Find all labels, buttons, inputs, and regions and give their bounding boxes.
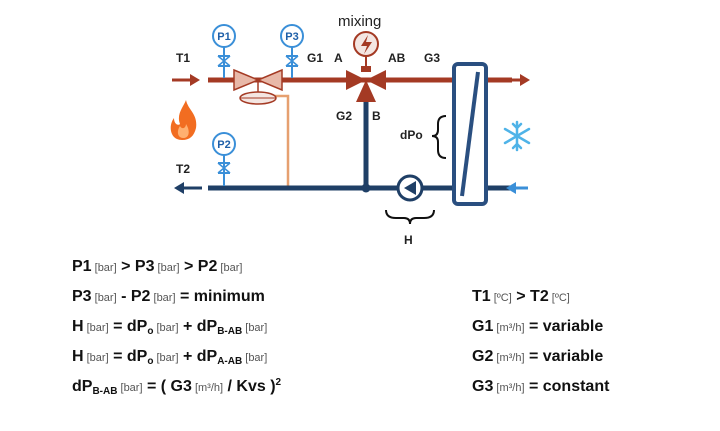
- unit-text: [bar]: [153, 352, 179, 364]
- h-label: H: [404, 233, 413, 247]
- equation-right-2: G1 [m³/h] = variable: [472, 318, 603, 336]
- a-port-label: A: [334, 51, 343, 65]
- b-port-label: B: [372, 109, 381, 123]
- pump-icon: [396, 174, 424, 202]
- supply-outlet-arrow: [508, 74, 530, 86]
- equation-left-3: H [bar] = dPo [bar] + dPB-AB [bar]: [72, 318, 268, 337]
- unit-text: [bar]: [117, 382, 143, 394]
- unit-text: [bar]: [242, 322, 268, 334]
- p2-label: P2: [217, 139, 230, 151]
- equation-text: o: [147, 356, 154, 367]
- equation-text: = variable: [524, 348, 604, 365]
- return-inlet-arrow: [506, 182, 528, 194]
- equation-right-4: G3 [m³/h] = constant: [472, 378, 609, 396]
- t1-inlet-arrow: [172, 74, 200, 86]
- snowflake-icon: [503, 120, 531, 152]
- unit-text: [ºC]: [490, 292, 512, 304]
- unit-text: [ºC]: [548, 292, 570, 304]
- equation-right-3: G2 [m³/h] = variable: [472, 348, 603, 366]
- pressure-gauge-p2: P2: [212, 132, 236, 186]
- mixing-label: mixing: [338, 13, 381, 30]
- equation-text: = variable: [524, 318, 604, 335]
- equation-text: > T2: [511, 288, 549, 305]
- unit-text: [bar]: [217, 262, 243, 274]
- equation-text: P3: [72, 288, 92, 305]
- equation-text: = dP: [108, 348, 148, 365]
- unit-text: [bar]: [154, 262, 180, 274]
- equation-text: > P2: [179, 258, 218, 275]
- unit-text: [m³/h]: [493, 352, 525, 364]
- equation-text: H: [72, 318, 84, 335]
- equation-text: P1: [72, 258, 92, 275]
- equation-text: = dP: [108, 318, 148, 335]
- equation-text: = constant: [524, 378, 610, 395]
- tee-junction: [361, 183, 371, 193]
- g1-label: G1: [307, 51, 323, 65]
- equation-text: 2: [275, 377, 282, 388]
- equation-text: > P3: [116, 258, 155, 275]
- t1-label: T1: [176, 51, 190, 65]
- unit-text: [bar]: [150, 292, 176, 304]
- unit-text: [bar]: [91, 292, 117, 304]
- p3-label: P3: [285, 31, 298, 43]
- ab-port-label: AB: [388, 51, 406, 65]
- control-valve-icon: [233, 68, 283, 105]
- equation-text: G2: [472, 348, 494, 365]
- bypass-pipe: [270, 94, 290, 188]
- unit-text: [m³/h]: [493, 382, 525, 394]
- t2-label: T2: [176, 162, 190, 176]
- unit-text: [bar]: [91, 262, 117, 274]
- unit-text: [m³/h]: [493, 322, 525, 334]
- equation-text: - P2: [116, 288, 151, 305]
- unit-text: [bar]: [83, 352, 109, 364]
- equation-text: G3: [472, 378, 494, 395]
- equation-left-2: P3 [bar] - P2 [bar] = minimum: [72, 288, 265, 306]
- flame-icon: [170, 100, 197, 140]
- unit-text: [m³/h]: [191, 382, 224, 394]
- equation-text: + dP: [178, 348, 218, 365]
- pressure-gauge-p3: P3: [280, 24, 304, 78]
- t2-outlet-arrow: [174, 182, 202, 194]
- h-brace: [385, 209, 435, 225]
- mixing-valve-icon: [346, 31, 386, 102]
- equation-right-1: T1 [ºC] > T2 [ºC]: [472, 288, 570, 306]
- dpo-label: dPo: [400, 128, 423, 142]
- heat-exchanger: [452, 62, 488, 206]
- p1-label: P1: [217, 31, 230, 43]
- equation-text: o: [147, 326, 154, 337]
- equation-left-5: dPB-AB [bar] = ( G3 [m³/h] / Kvs )2: [72, 377, 282, 397]
- equation-text: / Kvs ): [223, 378, 276, 395]
- equation-text: = minimum: [175, 288, 265, 305]
- equation-text: dP: [72, 378, 93, 395]
- dpo-brace: [431, 115, 447, 159]
- equation-text: B-AB: [92, 386, 118, 397]
- equation-left-1: P1 [bar] > P3 [bar] > P2 [bar]: [72, 258, 242, 276]
- equation-text: A-AB: [217, 356, 243, 367]
- g2-label: G2: [336, 109, 352, 123]
- equation-text: T1: [472, 288, 491, 305]
- pressure-gauge-p1: P1: [212, 24, 236, 78]
- unit-text: [bar]: [153, 322, 179, 334]
- equation-text: + dP: [178, 318, 218, 335]
- equation-text: G1: [472, 318, 494, 335]
- g3-label: G3: [424, 51, 440, 65]
- unit-text: [bar]: [242, 352, 268, 364]
- equation-text: B-AB: [217, 326, 243, 337]
- equation-text: H: [72, 348, 84, 365]
- equation-text: = ( G3: [142, 378, 192, 395]
- equation-left-4: H [bar] = dPo [bar] + dPA-AB [bar]: [72, 348, 268, 367]
- unit-text: [bar]: [83, 322, 109, 334]
